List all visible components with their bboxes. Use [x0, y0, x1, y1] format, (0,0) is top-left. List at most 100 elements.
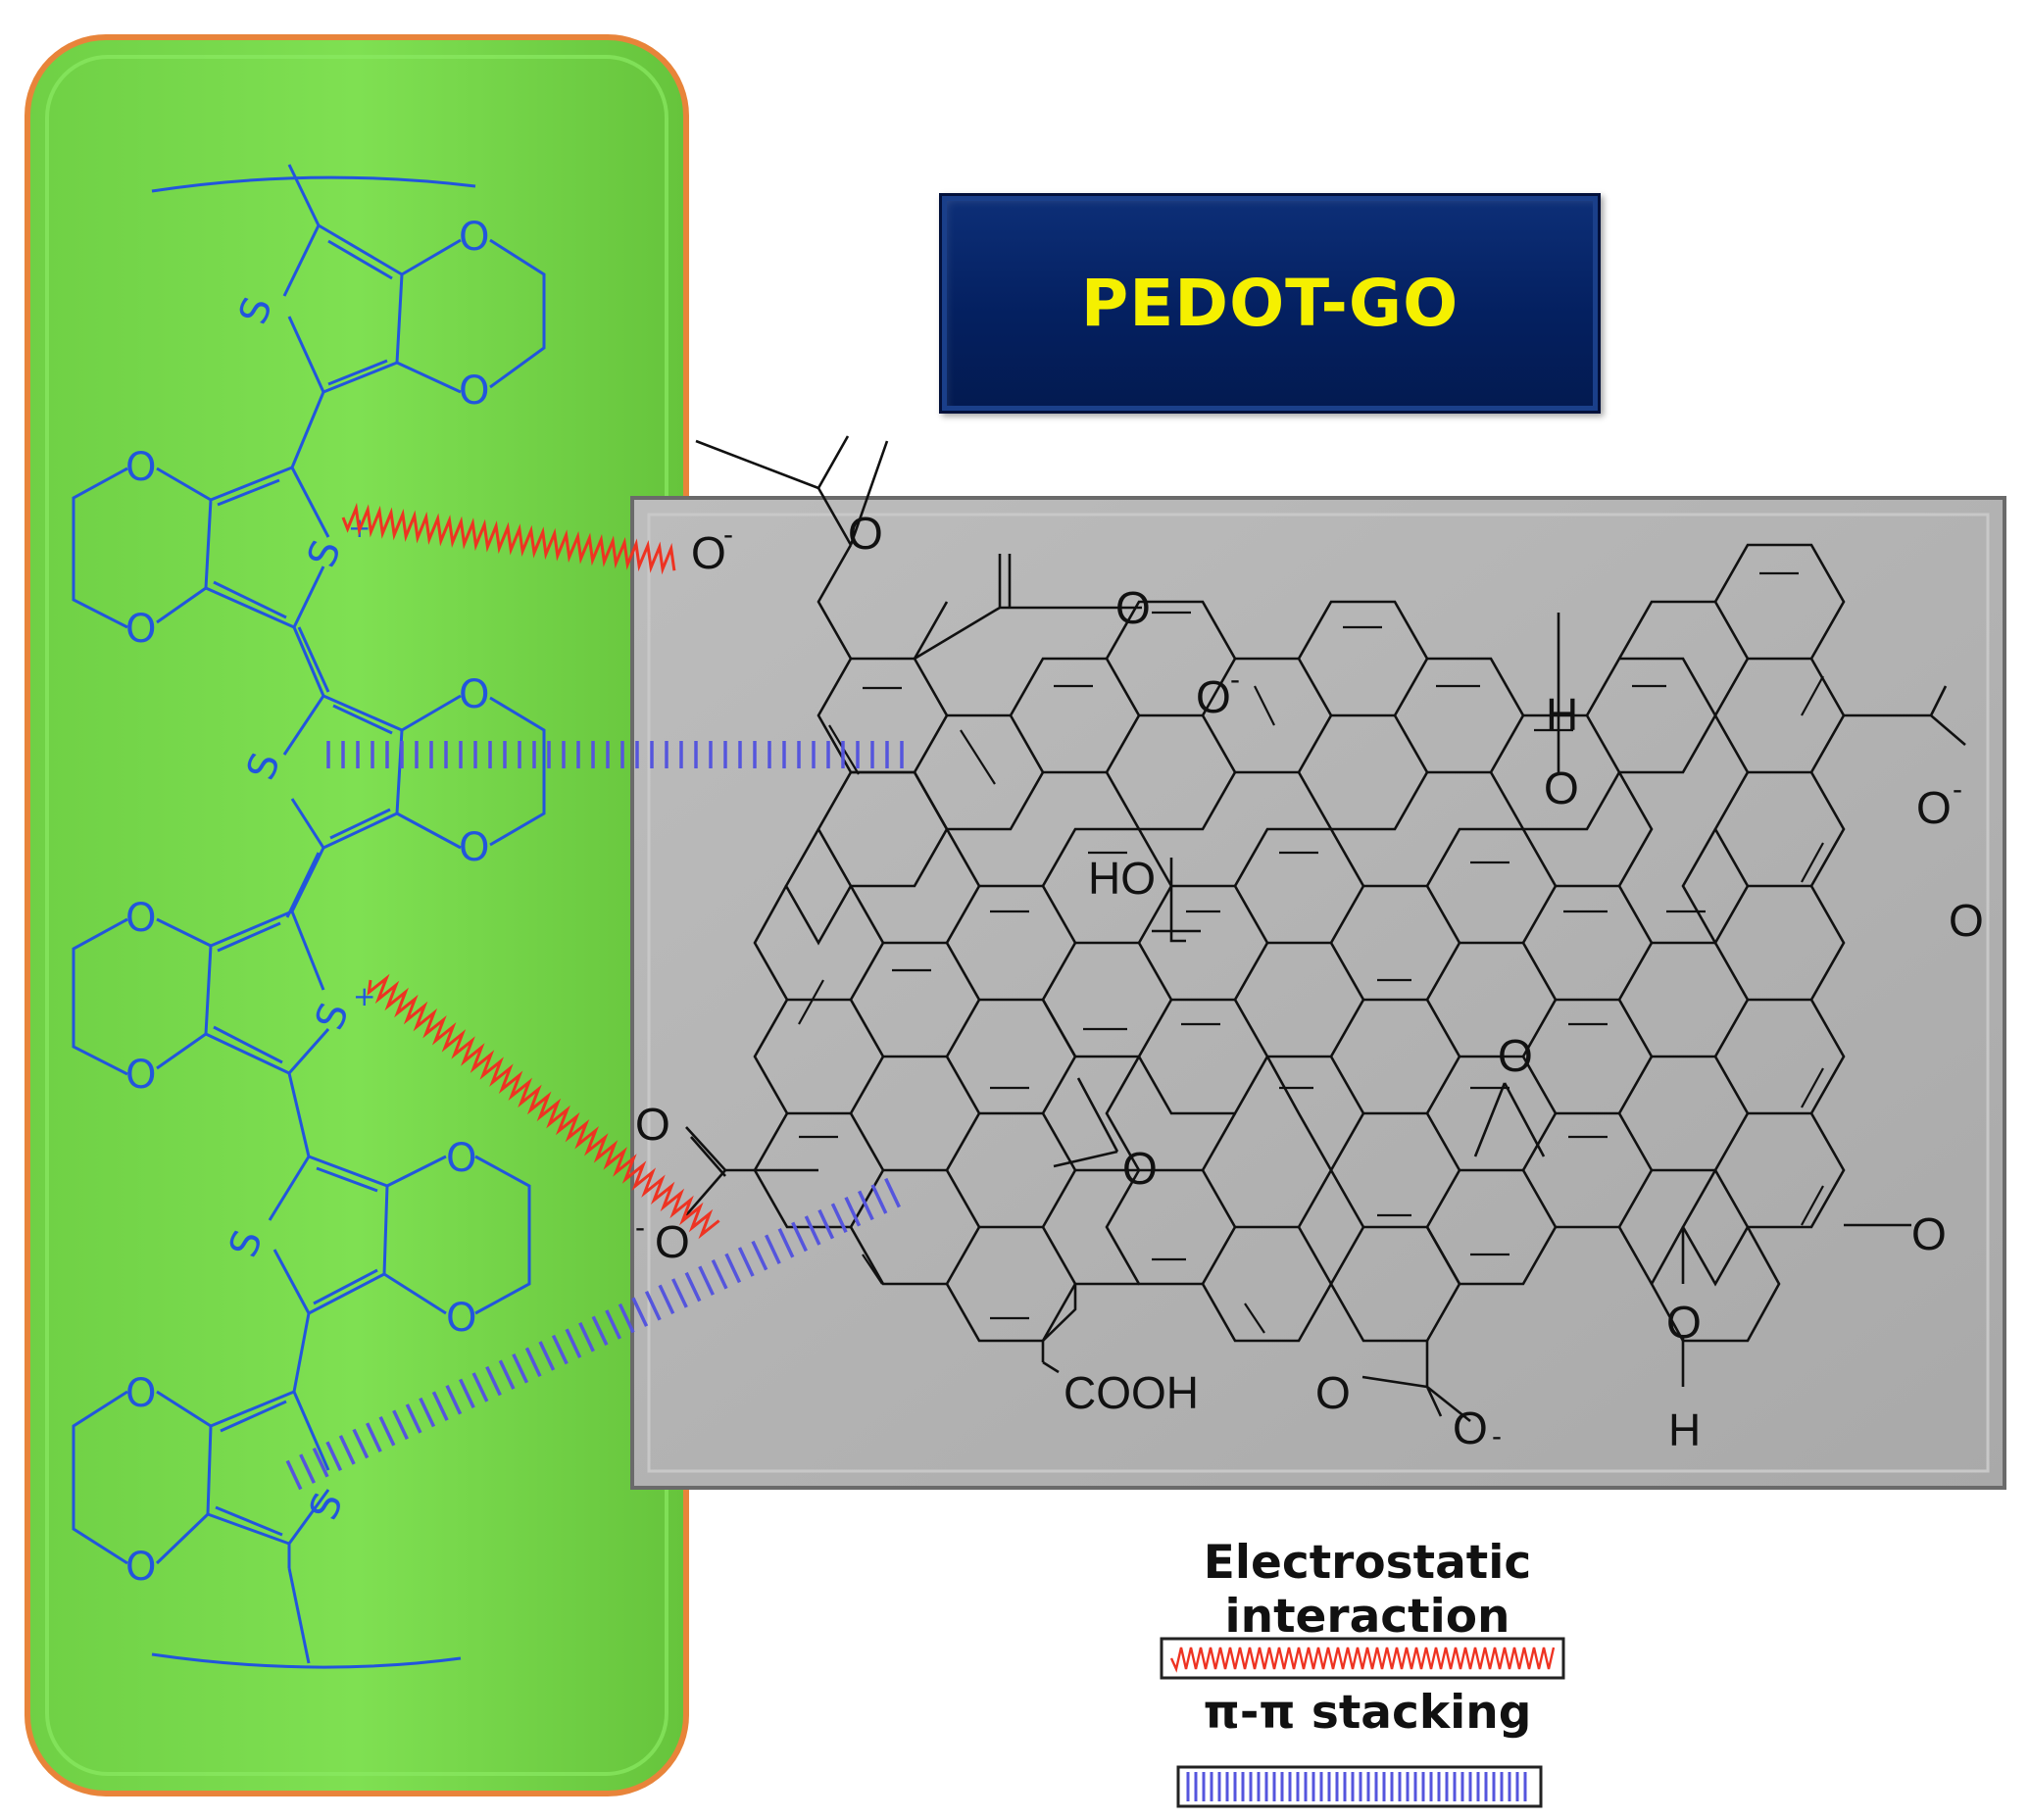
pedot-panel-inner-bevel [45, 55, 668, 1776]
go-o-1: O [848, 508, 883, 559]
go-charge-4: - [635, 1211, 645, 1244]
stacking-dash [338, 1435, 356, 1465]
pedot-structure [72, 164, 546, 1669]
stacking-dash [471, 1372, 489, 1402]
go-o-minus-4: O [655, 1216, 690, 1267]
pedot-s-3: S [238, 747, 289, 786]
go-panel-bevel [647, 513, 1990, 1473]
stacking-dash [644, 1291, 662, 1321]
legend-electrostatic-zigzag [1169, 1647, 1556, 1673]
electrostatic-link-1 [341, 502, 676, 575]
carboxylate-bond-top [695, 435, 889, 546]
pedot-o-1b: O [459, 369, 489, 414]
go-o-minus-1: O [691, 527, 726, 578]
pedot-o-3a: O [459, 672, 489, 717]
go-o-6: O [1911, 1208, 1947, 1259]
go-o-minus-2: O [1196, 671, 1231, 722]
legend-pipi-dashes [1186, 1772, 1527, 1801]
pedot-o-4a: O [125, 896, 156, 941]
interaction-markers [285, 502, 904, 1491]
thiophene-ring-3 [282, 626, 404, 850]
dioxane-ring-6 [72, 1390, 212, 1565]
go-h-2: H [1668, 1404, 1701, 1455]
terminal-bond-bottom [287, 1567, 311, 1664]
pedot-o-5b: O [446, 1296, 476, 1341]
thiophene-ring-6 [206, 1312, 330, 1546]
stacking-dash [325, 1441, 343, 1472]
go-o-2: O [1115, 582, 1151, 633]
stacking-dash [671, 1278, 688, 1308]
legend-electrostatic-swatch [1160, 1637, 1565, 1680]
stacking-dash [870, 1184, 888, 1214]
go-o-8: O [1315, 1367, 1351, 1418]
thiophene-ring-1 [282, 223, 404, 394]
go-charge-2: - [1230, 664, 1240, 696]
dioxane-ring-3 [396, 694, 546, 850]
pedot-o-6b: O [125, 1545, 156, 1590]
dioxane-ring-5 [383, 1155, 531, 1315]
go-o-epoxy-1: O [1122, 1143, 1158, 1194]
pedot-o-4b: O [125, 1053, 156, 1098]
stacking-dash [485, 1365, 502, 1397]
stacking-dash [551, 1334, 569, 1365]
stacking-dash [605, 1309, 621, 1340]
stacking-dash [538, 1341, 556, 1371]
stacking-dash [724, 1253, 742, 1284]
electrostatic-link-2 [367, 973, 720, 1240]
epoxy-bond-1 [1053, 1077, 1119, 1168]
stacking-dash [419, 1397, 436, 1428]
stacking-dash [684, 1271, 702, 1303]
go-o-7: O [1666, 1297, 1702, 1348]
terminal-bond-top [287, 164, 321, 226]
stacking-dash [285, 1459, 303, 1491]
pedot-o-2a: O [125, 445, 156, 490]
go-panel [630, 496, 2006, 1490]
thiophene-ring-2 [204, 391, 330, 629]
pedot-s-5: S [221, 1224, 272, 1263]
go-o-5: O [635, 1099, 670, 1150]
legend-pipi-swatch [1176, 1765, 1543, 1808]
stacking-dash [431, 1391, 449, 1421]
stacking-dash [578, 1322, 595, 1353]
pedot-s-6: S [301, 1487, 352, 1526]
go-ho: HO [1088, 853, 1156, 904]
pedot-o-6a: O [125, 1371, 156, 1416]
stacking-dash [658, 1284, 675, 1315]
carboxylate-bond-upper [914, 554, 1142, 661]
dioxane-ring-4 [72, 917, 212, 1076]
stacking-dash [524, 1347, 542, 1378]
stacking-dash [591, 1315, 609, 1347]
go-charge-5: - [1492, 1420, 1502, 1452]
stacking-dash [352, 1428, 370, 1459]
legend-pipi-label: π-π stacking [1203, 1686, 1532, 1740]
stacking-dash [299, 1453, 316, 1484]
go-o-4: O [1949, 895, 1984, 946]
dioxane-ring-2 [72, 467, 212, 629]
carboxylate-bond-bottom [1361, 1341, 1471, 1423]
carboxylate-bond-right [1844, 685, 1966, 746]
thiophene-ring-5 [268, 1072, 389, 1315]
carboxylate-bond-left [685, 1126, 818, 1216]
stacking-dash [312, 1447, 329, 1478]
go-h-1: H [1546, 689, 1578, 740]
stacking-dash [498, 1359, 516, 1390]
thiophene-ring-4 [204, 847, 330, 1075]
go-cooh: COOH [1064, 1367, 1199, 1418]
pipi-stacking-link-1 [326, 741, 904, 768]
stacking-dash [791, 1221, 808, 1253]
stacking-dash [858, 1190, 874, 1221]
dioxane-ring-1 [396, 238, 546, 394]
pedot-s-plus-1: S [299, 534, 350, 573]
go-o-minus-3: O [1916, 782, 1952, 833]
go-charge-3: - [1953, 773, 1962, 806]
hydroxyl-bond-center [1152, 858, 1201, 943]
polymer-bracket-bottom [151, 1652, 462, 1669]
stacking-dash [405, 1403, 422, 1434]
stacking-dash [751, 1240, 768, 1271]
stacking-dash [817, 1208, 835, 1240]
stacking-dash [711, 1259, 728, 1290]
go-o-epoxy-2: O [1498, 1030, 1533, 1081]
pedot-o-2b: O [125, 607, 156, 652]
go-o-3: O [1544, 762, 1579, 813]
